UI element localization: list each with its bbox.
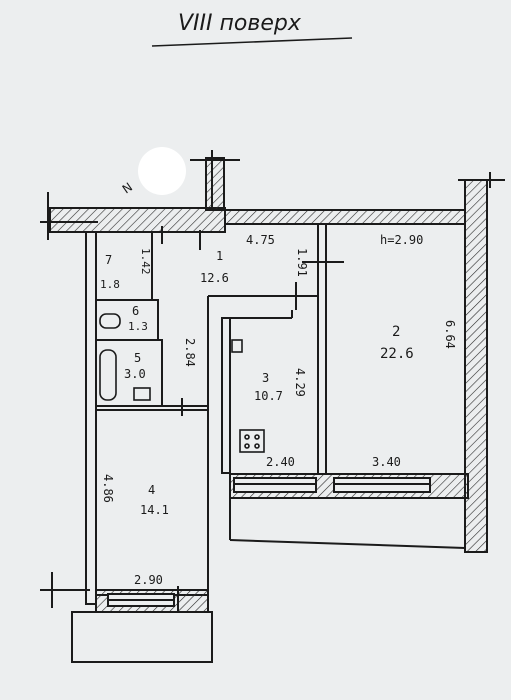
room-1-number: 1 bbox=[216, 249, 223, 263]
north-marker-circle bbox=[138, 147, 186, 195]
dimension-2-40: 2.40 bbox=[266, 455, 295, 469]
ceiling-height: h=2.90 bbox=[380, 233, 423, 247]
dimension-6-64: 6.64 bbox=[443, 320, 457, 349]
room-7-area: 1.8 bbox=[100, 278, 120, 291]
room-4-area: 14.1 bbox=[140, 503, 169, 517]
walls bbox=[40, 150, 505, 663]
room-2-area: 22.6 bbox=[380, 346, 414, 362]
room-6-area: 1.3 bbox=[128, 320, 148, 333]
room-7-number: 7 bbox=[105, 253, 112, 267]
room-3-number: 3 bbox=[262, 371, 269, 385]
room-5-number: 5 bbox=[134, 351, 141, 365]
room-labels: 7 1.8 1 12.6 6 1.3 5 3.0 3 10.7 2 22.6 4… bbox=[100, 249, 414, 517]
dimension-labels: h=2.90 4.75 1.91 6.64 4.29 2.40 3.40 2.8… bbox=[101, 233, 457, 587]
sink-icon bbox=[133, 387, 151, 401]
room-3-area: 10.7 bbox=[254, 389, 283, 403]
dimension-4-29: 4.29 bbox=[293, 368, 307, 397]
dimension-2-84: 2.84 bbox=[183, 338, 197, 367]
dimension-3-40: 3.40 bbox=[372, 455, 401, 469]
room-2-number: 2 bbox=[392, 324, 400, 340]
dimension-1-42: 1.42 bbox=[139, 248, 152, 275]
title-underline bbox=[151, 37, 353, 47]
room-1-area: 12.6 bbox=[200, 271, 229, 285]
kitchen-sink-icon bbox=[231, 339, 243, 353]
dimension-4-86: 4.86 bbox=[101, 474, 115, 503]
room-6-number: 6 bbox=[132, 304, 139, 318]
dimension-4-75: 4.75 bbox=[246, 233, 275, 247]
north-mark: N bbox=[120, 180, 135, 197]
room-5-area: 3.0 bbox=[124, 367, 146, 381]
dimension-1-91: 1.91 bbox=[295, 248, 309, 277]
dimension-2-90: 2.90 bbox=[134, 573, 163, 587]
toilet-icon bbox=[99, 313, 121, 329]
fixtures bbox=[99, 313, 265, 453]
bathtub-icon bbox=[99, 349, 117, 401]
floor-title: VIII поверх bbox=[178, 11, 302, 36]
stove-icon bbox=[239, 429, 265, 453]
room-4-number: 4 bbox=[148, 483, 155, 497]
